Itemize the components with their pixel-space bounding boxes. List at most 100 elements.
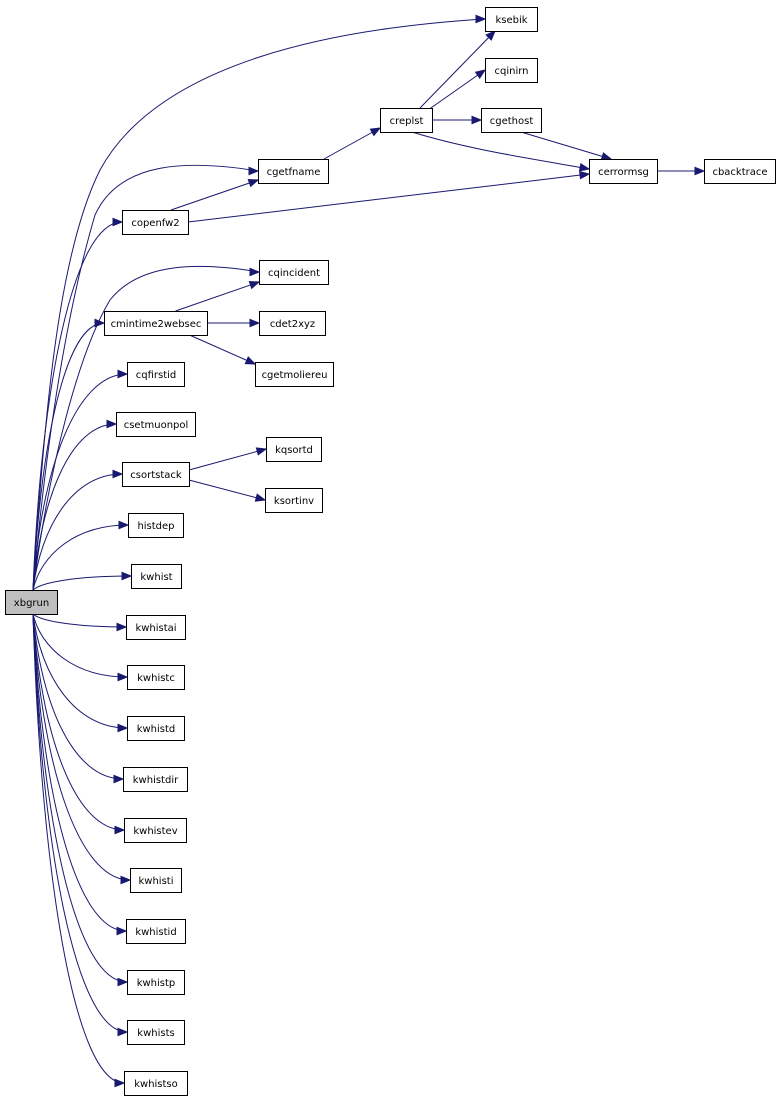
node-label: kqsortd xyxy=(275,445,313,456)
arrowhead-icon xyxy=(579,170,591,180)
node-csortstack[interactable]: csortstack xyxy=(122,462,190,487)
edge-xbgrun-to-kwhist xyxy=(32,571,133,591)
node-kwhistc[interactable]: kwhistc xyxy=(127,665,185,690)
node-cerrormsg[interactable]: cerrormsg xyxy=(589,159,658,184)
nodes-layer: xbgrun ksebik cqinirn creplst cgethost cgetfn… xyxy=(5,7,776,1096)
node-kwhistp[interactable]: kwhistp xyxy=(127,970,185,995)
node-box[interactable] xyxy=(485,58,538,83)
arrowhead-icon xyxy=(112,217,124,227)
node-box[interactable] xyxy=(127,362,185,387)
node-box[interactable] xyxy=(5,590,58,615)
arrowhead-icon xyxy=(117,723,129,733)
node-creplst[interactable]: creplst xyxy=(380,108,433,133)
node-ksebik[interactable]: ksebik xyxy=(485,7,538,32)
node-box[interactable] xyxy=(122,210,189,235)
node-cqinirn[interactable]: cqinirn xyxy=(485,58,538,83)
node-xbgrun[interactable]: xbgrun xyxy=(5,590,58,615)
edge-csortstack-to-ksortinv xyxy=(188,479,267,502)
node-box[interactable] xyxy=(124,818,187,843)
node-box[interactable] xyxy=(131,564,182,589)
edge-xbgrun-to-cmintime2websec xyxy=(32,318,106,591)
node-box[interactable] xyxy=(380,108,433,133)
node-cbacktrace[interactable]: cbacktrace xyxy=(704,159,776,184)
node-box[interactable] xyxy=(126,615,186,640)
node-box[interactable] xyxy=(104,311,208,336)
edge-cmintime2websec-to-cgetmoliereu xyxy=(189,334,257,365)
node-copenfw2[interactable]: copenfw2 xyxy=(122,210,189,235)
arrowhead-icon xyxy=(106,419,118,429)
node-kwhisti[interactable]: kwhisti xyxy=(130,868,182,893)
node-kwhistso[interactable]: kwhistso xyxy=(124,1071,188,1096)
node-box[interactable] xyxy=(127,1020,185,1045)
node-label: kwhist xyxy=(140,572,172,583)
node-box[interactable] xyxy=(124,1071,188,1096)
node-histdep[interactable]: histdep xyxy=(128,513,184,538)
arrowhead-icon xyxy=(117,369,129,379)
node-box[interactable] xyxy=(485,7,538,32)
node-box[interactable] xyxy=(122,462,190,487)
node-cqfirstid[interactable]: cqfirstid xyxy=(127,362,185,387)
node-cgethost[interactable]: cgethost xyxy=(481,108,542,133)
node-label: copenfw2 xyxy=(131,218,179,229)
node-cdet2xyz[interactable]: cdet2xyz xyxy=(259,311,326,336)
node-label: cmintime2websec xyxy=(111,319,202,330)
node-label: cerrormsg xyxy=(598,167,649,178)
node-box[interactable] xyxy=(266,437,322,462)
node-box[interactable] xyxy=(127,716,185,741)
edge-line xyxy=(32,613,125,831)
node-box[interactable] xyxy=(116,412,196,437)
edge-cmintime2websec-to-cdet2xyz xyxy=(207,318,261,328)
arrowhead-icon xyxy=(255,447,268,456)
edge-line xyxy=(32,613,124,780)
edge-xbgrun-to-cqincident xyxy=(32,265,261,591)
node-kqsortd[interactable]: kqsortd xyxy=(266,437,322,462)
edge-line xyxy=(32,613,131,881)
arrowhead-icon xyxy=(121,571,133,581)
node-box[interactable] xyxy=(259,311,326,336)
arrowhead-icon xyxy=(118,520,130,530)
node-label: kwhistp xyxy=(137,978,176,989)
node-cmintime2websec[interactable]: cmintime2websec xyxy=(104,311,208,336)
edge-xbgrun-to-kwhistp xyxy=(32,613,129,987)
edge-xbgrun-to-kwhistdir xyxy=(32,613,125,784)
node-box[interactable] xyxy=(481,108,542,133)
node-cgetfname[interactable]: cgetfname xyxy=(258,159,329,184)
arrowhead-icon xyxy=(113,774,125,784)
edge-xbgrun-to-ksebik xyxy=(32,14,487,591)
node-box[interactable] xyxy=(265,488,323,513)
node-box[interactable] xyxy=(130,868,182,893)
edge-creplst-to-cgethost xyxy=(432,115,483,125)
node-csetmuonpol[interactable]: csetmuonpol xyxy=(116,412,196,437)
arrowhead-icon xyxy=(112,469,124,479)
arrowhead-icon xyxy=(600,152,613,161)
edge-line xyxy=(189,334,256,365)
node-box[interactable] xyxy=(123,767,188,792)
node-box[interactable] xyxy=(128,513,184,538)
node-box[interactable] xyxy=(127,665,185,690)
node-box[interactable] xyxy=(126,919,186,944)
node-kwhists[interactable]: kwhists xyxy=(127,1020,185,1045)
node-box[interactable] xyxy=(259,260,329,285)
edge-xbgrun-to-kwhistid xyxy=(32,613,128,936)
node-cgetmoliereu[interactable]: cgetmoliereu xyxy=(255,362,334,387)
node-box[interactable] xyxy=(589,159,658,184)
node-kwhistai[interactable]: kwhistai xyxy=(126,615,186,640)
node-label: kwhists xyxy=(137,1028,174,1039)
node-kwhistd[interactable]: kwhistd xyxy=(127,716,185,741)
node-kwhistev[interactable]: kwhistev xyxy=(124,818,187,843)
node-kwhistdir[interactable]: kwhistdir xyxy=(123,767,188,792)
node-box[interactable] xyxy=(127,970,185,995)
node-ksortinv[interactable]: ksortinv xyxy=(265,488,323,513)
node-box[interactable] xyxy=(255,362,334,387)
edge-csortstack-to-kqsortd xyxy=(188,447,268,471)
edge-creplst-to-cerrormsg xyxy=(411,131,591,172)
edge-xbgrun-to-histdep xyxy=(32,520,130,591)
node-box[interactable] xyxy=(704,159,776,184)
edge-xbgrun-to-kwhistd xyxy=(32,613,129,733)
edge-line xyxy=(188,479,266,501)
node-kwhist[interactable]: kwhist xyxy=(131,564,182,589)
node-cqincident[interactable]: cqincident xyxy=(259,260,329,285)
node-box[interactable] xyxy=(258,159,329,184)
edge-line xyxy=(32,221,123,591)
node-kwhistid[interactable]: kwhistid xyxy=(126,919,186,944)
